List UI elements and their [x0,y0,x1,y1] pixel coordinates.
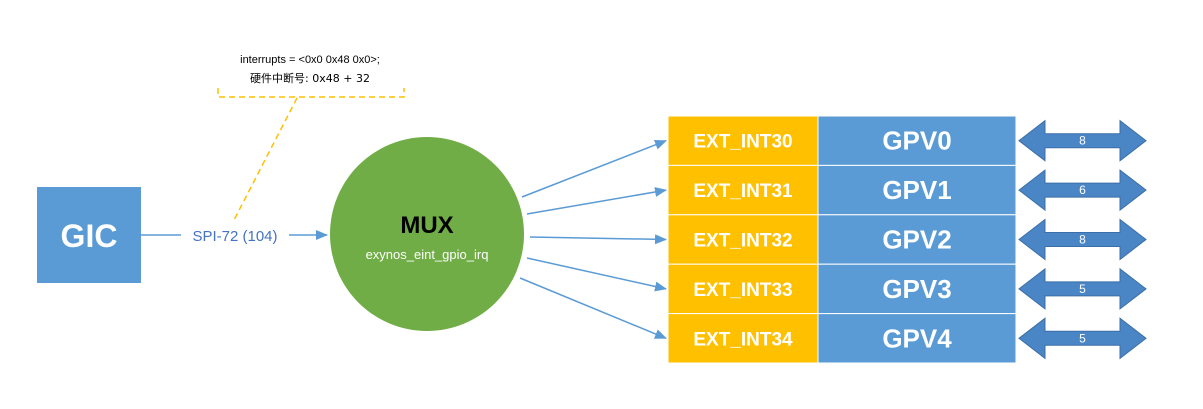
gic-label: GIC [61,218,118,254]
fanout-arrow [526,187,667,215]
fanout-arrow [526,257,667,292]
eint-label: EXT_INT34 [693,329,793,350]
pin-count-double-arrow [1018,169,1147,212]
annotation-bracket [217,88,405,98]
pin-count-label: 8 [1079,233,1086,247]
gpio-bank-label: GPV0 [882,126,951,156]
row-ext_int33: EXT_INT33 GPV3 5 [667,263,1147,315]
eint-cell [667,263,819,315]
link-label: SPI-72 (104) [192,228,277,245]
fanout-arrow [521,140,667,198]
eint-cell [667,115,819,166]
pin-count-double-arrow [1018,317,1147,360]
annotation-line-1: interrupts = <0x0 0x48 0x0>; [240,54,380,66]
gpio-bank-label: GPV1 [882,175,951,205]
gpio-bank-cell [817,263,1017,315]
row-ext_int32: EXT_INT32 GPV2 8 [667,214,1147,265]
gpio-bank-label: GPV3 [882,274,951,304]
mux-circle [330,137,524,331]
mux-block: MUX exynos_eint_gpio_irq [330,137,524,331]
eint-label: EXT_INT30 [693,132,792,153]
annotation-callout: interrupts = <0x0 0x48 0x0>; 硬件中断号: 0x48… [217,54,405,223]
mux-subtitle: exynos_eint_gpio_irq [366,247,489,262]
gpio-bank-cell [817,115,1017,166]
gpio-bank-cell [817,214,1017,265]
gpio-bank-label: GPV4 [882,323,952,353]
row-ext_int34: EXT_INT34 GPV4 5 [667,313,1147,364]
gic-mux-link: SPI-72 (104) [141,228,328,245]
pin-count-label: 6 [1079,183,1086,197]
pin-count-label: 8 [1079,134,1086,148]
pin-count-double-arrow [1018,218,1147,261]
eint-label: EXT_INT32 [693,231,792,252]
gic-box [37,187,141,283]
gpio-bank-cell [817,164,1017,216]
pin-count-double-arrow [1018,267,1147,310]
gpio-bank-label: GPV2 [882,225,951,255]
fanout-arrows [519,140,667,339]
row-ext_int30: EXT_INT30 GPV0 8 [667,115,1147,166]
fanout-arrow [519,277,667,339]
eint-label: EXT_INT33 [693,280,792,301]
annotation-leader-line [232,97,298,223]
pin-count-label: 5 [1079,331,1086,345]
eint-cell [667,214,819,265]
pin-count-label: 5 [1079,282,1086,296]
eint-label: EXT_INT31 [693,181,793,202]
mux-title: MUX [400,212,453,239]
row-ext_int31: EXT_INT31 GPV1 6 [667,164,1147,216]
annotation-line-2: 硬件中断号: 0x48 + 32 [250,71,370,85]
gpio-bank-cell [817,313,1017,364]
fanout-arrow [529,234,667,245]
gic-block: GIC [37,187,141,283]
pin-count-double-arrow [1018,119,1147,162]
eint-cell [667,313,819,364]
